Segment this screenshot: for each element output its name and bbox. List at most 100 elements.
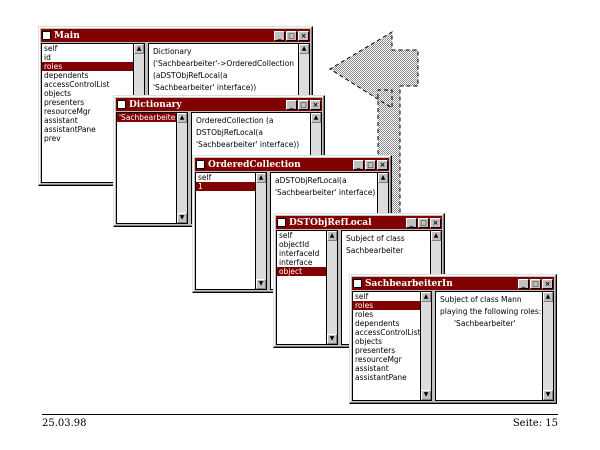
list-item[interactable]: assistantPane bbox=[44, 125, 96, 134]
list-item[interactable]: assistantPane bbox=[355, 373, 407, 382]
system-menu-icon[interactable] bbox=[277, 218, 286, 227]
value-line: Subject of class Mann bbox=[440, 295, 522, 304]
close-button[interactable]: × bbox=[430, 217, 441, 228]
scroll-up-icon[interactable]: ▲ bbox=[256, 173, 266, 183]
list-item[interactable]: self bbox=[198, 173, 212, 182]
footer-page-number: Seite: 15 bbox=[512, 418, 558, 429]
close-button[interactable]: × bbox=[377, 159, 388, 170]
sachbearbeiter-value-text: Subject of class Mann playing the follow… bbox=[440, 294, 541, 330]
list-item[interactable]: objects bbox=[355, 337, 383, 346]
list-item-selected[interactable]: roles bbox=[42, 62, 133, 71]
minimize-button[interactable]: _ bbox=[286, 99, 297, 110]
objref-title-bar[interactable]: DSTObjRefLocal _ □ × bbox=[276, 216, 442, 229]
maximize-button[interactable]: □ bbox=[530, 278, 541, 289]
scroll-up-icon[interactable]: ▲ bbox=[543, 292, 553, 302]
sachbearbeiter-value-pane[interactable]: Subject of class Mann playing the follow… bbox=[435, 291, 554, 401]
scroll-down-icon[interactable]: ▼ bbox=[543, 390, 553, 400]
main-title-bar[interactable]: Main _ □ × bbox=[41, 29, 310, 42]
system-menu-icon[interactable] bbox=[196, 160, 205, 169]
maximize-button[interactable]: □ bbox=[298, 99, 309, 110]
objref-list-items: self objectId interfaceId interface obje… bbox=[277, 231, 326, 344]
value-line: Subject of class bbox=[346, 234, 405, 243]
ordered-list-items: self 1 bbox=[196, 173, 255, 289]
value-line: 'Sachbearbeiter' interface)) bbox=[196, 140, 300, 149]
main-value-text: Dictionary ('Sachbearbeiter'->OrderedCol… bbox=[153, 46, 297, 94]
scroll-down-icon[interactable]: ▼ bbox=[421, 390, 431, 400]
scroll-up-icon[interactable]: ▲ bbox=[177, 113, 187, 123]
vertical-scrollbar[interactable]: ▲ ▼ bbox=[255, 173, 266, 289]
vertical-scrollbar[interactable]: ▲ ▼ bbox=[420, 292, 431, 400]
list-item[interactable]: objectId bbox=[279, 240, 310, 249]
close-button[interactable]: × bbox=[298, 30, 309, 41]
list-item[interactable]: id bbox=[44, 53, 51, 62]
scroll-up-icon[interactable]: ▲ bbox=[378, 173, 388, 183]
footer-date: 25.03.98 bbox=[42, 418, 87, 429]
objref-variable-list[interactable]: self objectId interfaceId interface obje… bbox=[276, 230, 338, 345]
list-item-selected[interactable]: roles bbox=[353, 301, 420, 310]
value-line: (aDSTObjRefLocal(a bbox=[153, 71, 228, 80]
system-menu-icon[interactable] bbox=[353, 279, 362, 288]
list-item[interactable]: dependents bbox=[44, 71, 89, 80]
list-item[interactable]: self bbox=[279, 231, 293, 240]
list-item-selected[interactable]: 1 bbox=[196, 182, 255, 191]
vertical-scrollbar[interactable]: ▲ ▼ bbox=[176, 113, 187, 223]
scroll-down-icon[interactable]: ▼ bbox=[327, 334, 337, 344]
list-item[interactable]: self bbox=[355, 292, 369, 301]
maximize-button[interactable]: □ bbox=[365, 159, 376, 170]
list-item[interactable]: prev bbox=[44, 134, 61, 143]
maximize-button[interactable]: □ bbox=[418, 217, 429, 228]
scroll-up-icon[interactable]: ▲ bbox=[327, 231, 337, 241]
maximize-button[interactable]: □ bbox=[286, 30, 297, 41]
list-item[interactable]: presenters bbox=[44, 98, 85, 107]
sachbearbeiter-variable-list[interactable]: self roles roles dependents accessContro… bbox=[352, 291, 432, 401]
list-item[interactable]: accessControlList bbox=[44, 80, 110, 89]
scroll-down-icon[interactable]: ▼ bbox=[256, 279, 266, 289]
vertical-scrollbar[interactable]: ▲ ▼ bbox=[326, 231, 337, 344]
list-item[interactable]: assistant bbox=[355, 364, 389, 373]
value-line: ('Sachbearbeiter'->OrderedCollection bbox=[153, 59, 295, 68]
list-item-selected[interactable]: object bbox=[277, 267, 326, 276]
scroll-up-icon[interactable]: ▲ bbox=[431, 231, 441, 241]
ordered-collection-list[interactable]: self 1 ▲ ▼ bbox=[195, 172, 267, 290]
scroll-up-icon[interactable]: ▲ bbox=[421, 292, 431, 302]
scroll-down-icon[interactable]: ▼ bbox=[177, 213, 187, 223]
sachbearbeiter-title-bar[interactable]: SachbearbeiterIn _ □ × bbox=[352, 277, 554, 290]
dictionary-value-text: OrderedCollection (a DSTObjRefLocal(a 'S… bbox=[196, 115, 309, 151]
list-item[interactable]: interface bbox=[279, 258, 313, 267]
ordered-collection-title-bar[interactable]: OrderedCollection _ □ × bbox=[195, 158, 389, 171]
list-item[interactable]: self bbox=[44, 44, 58, 53]
close-button[interactable]: × bbox=[542, 278, 553, 289]
ordered-value-text: aDSTObjRefLocal(a 'Sachbearbeiter' inter… bbox=[275, 175, 376, 199]
sachbearbeiter-window[interactable]: SachbearbeiterIn _ □ × self roles roles … bbox=[349, 274, 557, 404]
scroll-up-icon[interactable]: ▲ bbox=[311, 113, 321, 123]
dictionary-title-bar[interactable]: Dictionary _ □ × bbox=[116, 98, 322, 111]
list-item[interactable]: resourceMgr bbox=[44, 107, 91, 116]
list-item[interactable]: dependents bbox=[355, 319, 400, 328]
system-menu-icon[interactable] bbox=[117, 100, 126, 109]
list-item[interactable]: presenters bbox=[355, 346, 396, 355]
value-line: Dictionary bbox=[153, 47, 192, 56]
list-item-selected[interactable]: 'Sachbearbeiter' bbox=[117, 113, 176, 122]
close-button[interactable]: × bbox=[310, 99, 321, 110]
system-menu-icon[interactable] bbox=[42, 31, 51, 40]
footer-divider bbox=[42, 414, 558, 415]
objref-window-title: DSTObjRefLocal bbox=[289, 217, 372, 228]
vertical-scrollbar[interactable]: ▲ ▼ bbox=[542, 292, 553, 400]
list-item[interactable]: objects bbox=[44, 89, 72, 98]
minimize-button[interactable]: _ bbox=[406, 217, 417, 228]
minimize-button[interactable]: _ bbox=[274, 30, 285, 41]
value-line: OrderedCollection (a bbox=[196, 116, 274, 125]
list-item[interactable]: resourceMgr bbox=[355, 355, 402, 364]
list-item[interactable]: roles bbox=[355, 310, 374, 319]
minimize-button[interactable]: _ bbox=[353, 159, 364, 170]
list-item[interactable]: assistant bbox=[44, 116, 78, 125]
list-item[interactable]: interfaceId bbox=[279, 249, 320, 258]
scroll-up-icon[interactable]: ▲ bbox=[134, 44, 144, 54]
value-line: 'Sachbearbeiter' interface) bbox=[275, 188, 376, 197]
dictionary-key-list[interactable]: 'Sachbearbeiter' ▲ ▼ bbox=[116, 112, 188, 224]
ordered-collection-window-title: OrderedCollection bbox=[208, 159, 301, 170]
minimize-button[interactable]: _ bbox=[518, 278, 529, 289]
list-item[interactable]: accessControlList bbox=[355, 328, 420, 337]
main-window-title: Main bbox=[54, 30, 80, 41]
scroll-up-icon[interactable]: ▲ bbox=[299, 44, 309, 54]
